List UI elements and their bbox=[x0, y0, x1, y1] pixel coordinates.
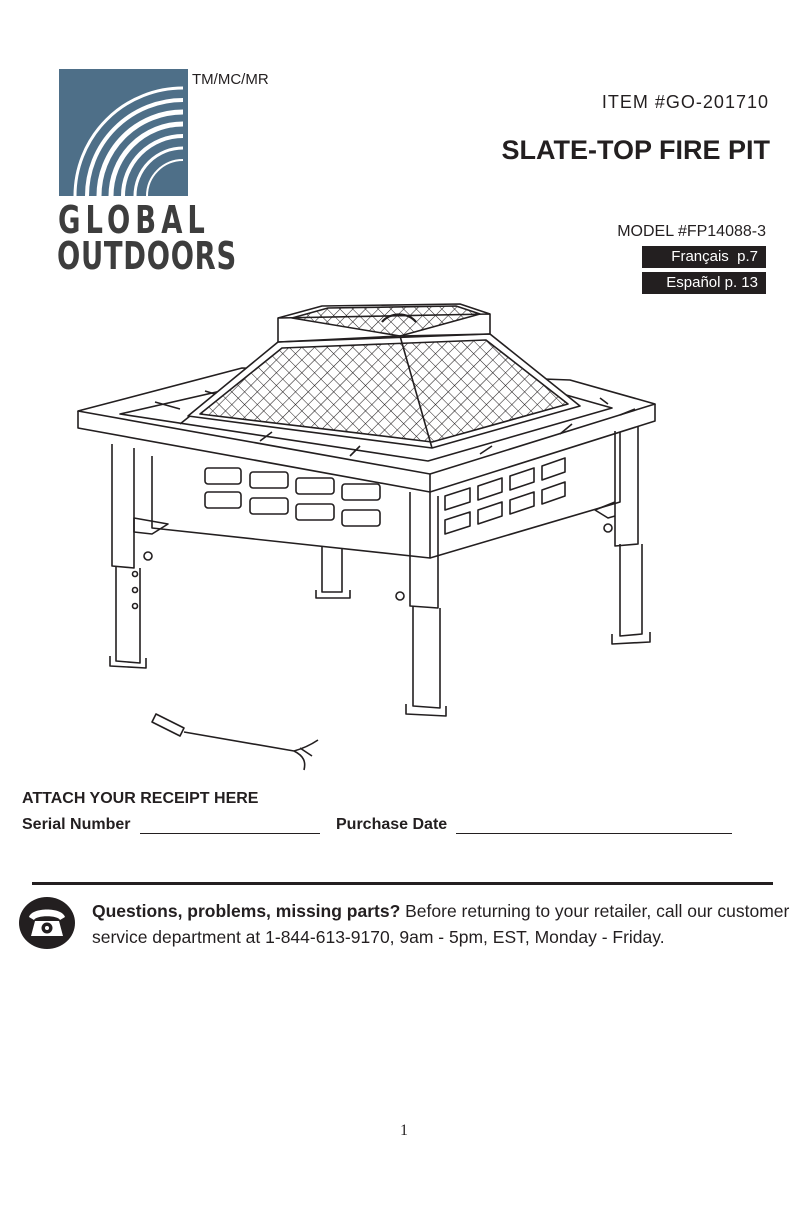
language-french-badge: Français p.7 bbox=[642, 246, 766, 268]
product-title: SLATE-TOP FIRE PIT bbox=[501, 135, 770, 165]
telephone-icon bbox=[18, 896, 76, 950]
model-number: MODEL #FP14088-3 bbox=[617, 223, 766, 240]
receipt-heading: ATTACH YOUR RECEIPT HERE bbox=[22, 790, 259, 807]
support-lead: Questions, problems, missing parts? bbox=[92, 901, 401, 921]
brand-logo-mark bbox=[59, 69, 188, 196]
purchase-date-label: Purchase Date bbox=[336, 816, 448, 833]
item-number: ITEM #GO-201710 bbox=[601, 92, 769, 112]
support-message: Questions, problems, missing parts? Befo… bbox=[92, 898, 802, 950]
fire-pit-illustration bbox=[77, 303, 656, 771]
brand-name-line2: OUTDOORS bbox=[57, 234, 237, 278]
brand-name-line1: GLOBAL bbox=[58, 198, 210, 242]
support-body: Before returning to your retailer, call … bbox=[92, 901, 790, 947]
purchase-date-field[interactable] bbox=[456, 833, 732, 834]
trademark-text: TM/MC/MR bbox=[192, 71, 269, 88]
section-divider bbox=[32, 882, 773, 885]
page-number: 1 bbox=[400, 1122, 408, 1139]
serial-number-label: Serial Number bbox=[22, 816, 131, 833]
serial-number-field[interactable] bbox=[140, 833, 320, 834]
language-spanish-badge: Español p. 13 bbox=[642, 272, 766, 294]
concentric-arcs-icon bbox=[73, 86, 184, 196]
